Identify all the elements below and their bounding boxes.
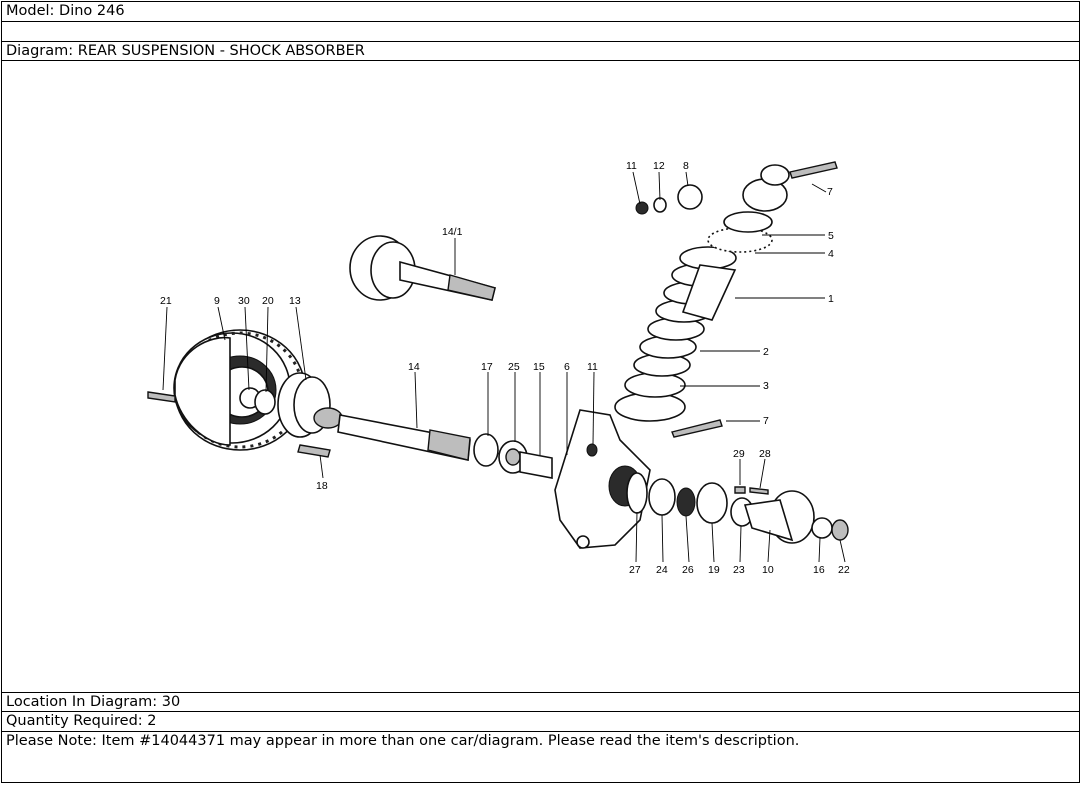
- leader-lines: [162, 171, 846, 563]
- note-text: Please Note: Item #14044371 may appear i…: [6, 733, 800, 749]
- callout-12: 12: [653, 160, 665, 172]
- quantity-row: Quantity Required: 2: [2, 712, 1079, 732]
- callout-18: 18: [316, 480, 328, 492]
- callout-11-top: 11: [626, 160, 637, 172]
- callout-10: 10: [762, 564, 774, 576]
- callout-21: 21: [160, 295, 172, 307]
- diagram-row: Diagram: REAR SUSPENSION - SHOCK ABSORBE…: [2, 42, 1079, 61]
- callout-26: 26: [682, 564, 694, 576]
- callout-29: 29: [733, 448, 745, 460]
- callout-22: 22: [838, 564, 850, 576]
- quantity-label: Quantity Required: 2: [6, 713, 157, 729]
- callout-28: 28: [759, 448, 771, 460]
- callout-14: 14: [408, 361, 420, 373]
- callout-13: 13: [289, 295, 301, 307]
- callout-30: 30: [238, 295, 250, 307]
- callout-23: 23: [733, 564, 745, 576]
- callout-4: 4: [828, 248, 834, 260]
- diagram-title: Diagram: REAR SUSPENSION - SHOCK ABSORBE…: [6, 43, 365, 59]
- callout-16: 16: [813, 564, 825, 576]
- callout-25: 25: [508, 361, 520, 373]
- location-row: Location In Diagram: 30: [2, 692, 1079, 712]
- callout-7-mid: 7: [763, 415, 769, 427]
- callout-24: 24: [656, 564, 668, 576]
- note-row: Please Note: Item #14044371 may appear i…: [2, 732, 1079, 784]
- callout-7-top: 7: [827, 186, 833, 198]
- callout-11-mid: 11: [587, 361, 598, 373]
- callout-8: 8: [683, 160, 689, 172]
- location-label: Location In Diagram: 30: [6, 694, 181, 710]
- callout-20: 20: [262, 295, 274, 307]
- model-row: Model: Dino 246: [2, 2, 1079, 22]
- callout-19: 19: [708, 564, 720, 576]
- model-label: Model: Dino 246: [6, 3, 125, 19]
- callout-17: 17: [481, 361, 493, 373]
- callout-5: 5: [828, 230, 834, 242]
- blank-row: [2, 22, 1079, 42]
- exploded-parts-diagram: 11 12 8 7 5 4 14/1 1 21 9 30 20 13 2 14 …: [147, 160, 850, 576]
- callout-14-1: 14/1: [442, 226, 463, 238]
- callout-6: 6: [564, 361, 570, 373]
- callout-15: 15: [533, 361, 545, 373]
- parts-drawing: [147, 161, 849, 549]
- callout-1: 1: [828, 293, 834, 305]
- callout-27: 27: [629, 564, 641, 576]
- callout-9: 9: [214, 295, 220, 307]
- callout-3: 3: [763, 380, 769, 392]
- callout-2: 2: [763, 346, 769, 358]
- callout-labels: 11 12 8 7 5 4 14/1 1 21 9 30 20 13 2 14 …: [160, 160, 850, 576]
